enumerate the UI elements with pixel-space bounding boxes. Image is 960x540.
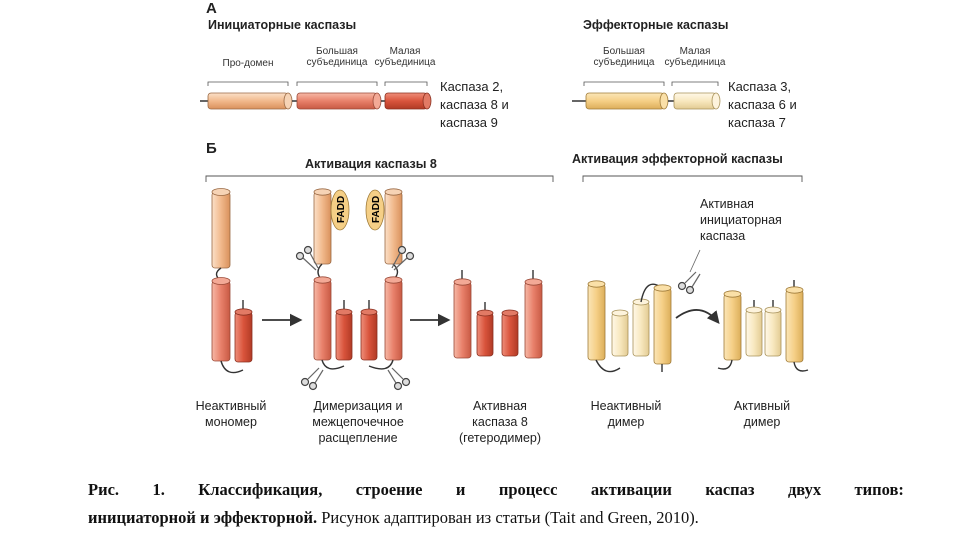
fadd-left-oval [330,189,350,231]
arrow-3 [675,309,720,324]
caption-line-2: инициаторной и эффекторной. Рисунок адап… [88,508,699,527]
active-dimer-graphic [717,280,809,372]
small-subunit-label-initiator: Малая субъединица [374,46,436,68]
active-caspase8-graphic [453,270,543,359]
panel-b-letter: Б [206,140,217,157]
inactive-monomer-label: Неактивный мономер [195,399,267,429]
initiator-domain-bar [200,92,432,110]
large-subunit-label-effector: Большая субъединица [593,46,655,68]
scissors-icon [391,245,415,271]
caspase-diagram: FADD FADD [200,81,809,391]
figure-caption: Рис. 1. Классификация, строение и процес… [88,476,904,532]
fadd-left-label: FADD [336,196,347,223]
dimerization-label: Димеризация и межцепочечное расщепление [312,399,404,445]
dimerization-graphic: FADD FADD [313,188,403,370]
effector-title: Эффекторные каспазы [583,18,729,32]
active-casp8-label: Активная каспаза 8 (гетеродимер) [458,399,542,445]
initiator-title: Инициаторные каспазы [208,18,357,32]
scissors-icon [300,367,324,391]
scissors-icon [295,245,319,271]
small-subunit-label-effector: Малая субъединица [664,46,726,68]
effector-caspase-names: Каспаза 3, каспаза 6 и каспаза 7 [728,79,797,130]
inactive-monomer-graphic [211,188,253,374]
panel-a-letter: А [206,0,217,17]
effector-activation-title: Активация эффекторной каспазы [572,152,783,166]
caption-line-1: Рис. 1. Классификация, строение и процес… [88,480,904,499]
active-initiator-label: Активная инициаторная каспаза [700,197,782,243]
active-dimer-label: Активный димер [733,399,791,429]
fadd-right-label: FADD [371,196,382,223]
scissors-icon [677,271,701,295]
prodomain-label: Про-домен [222,58,274,69]
scissors-icon [387,367,411,391]
fadd-right-oval [365,189,385,231]
large-subunit-label-initiator: Большая субъединица [306,46,368,68]
inactive-dimer-label: Неактивный димер [590,399,662,429]
inactive-dimer-graphic [587,280,672,373]
casp8-activation-title: Активация каспазы 8 [305,157,437,171]
effector-domain-bar [572,92,721,110]
initiator-caspase-names: Каспаза 2, каспаза 8 и каспаза 9 [440,79,509,130]
